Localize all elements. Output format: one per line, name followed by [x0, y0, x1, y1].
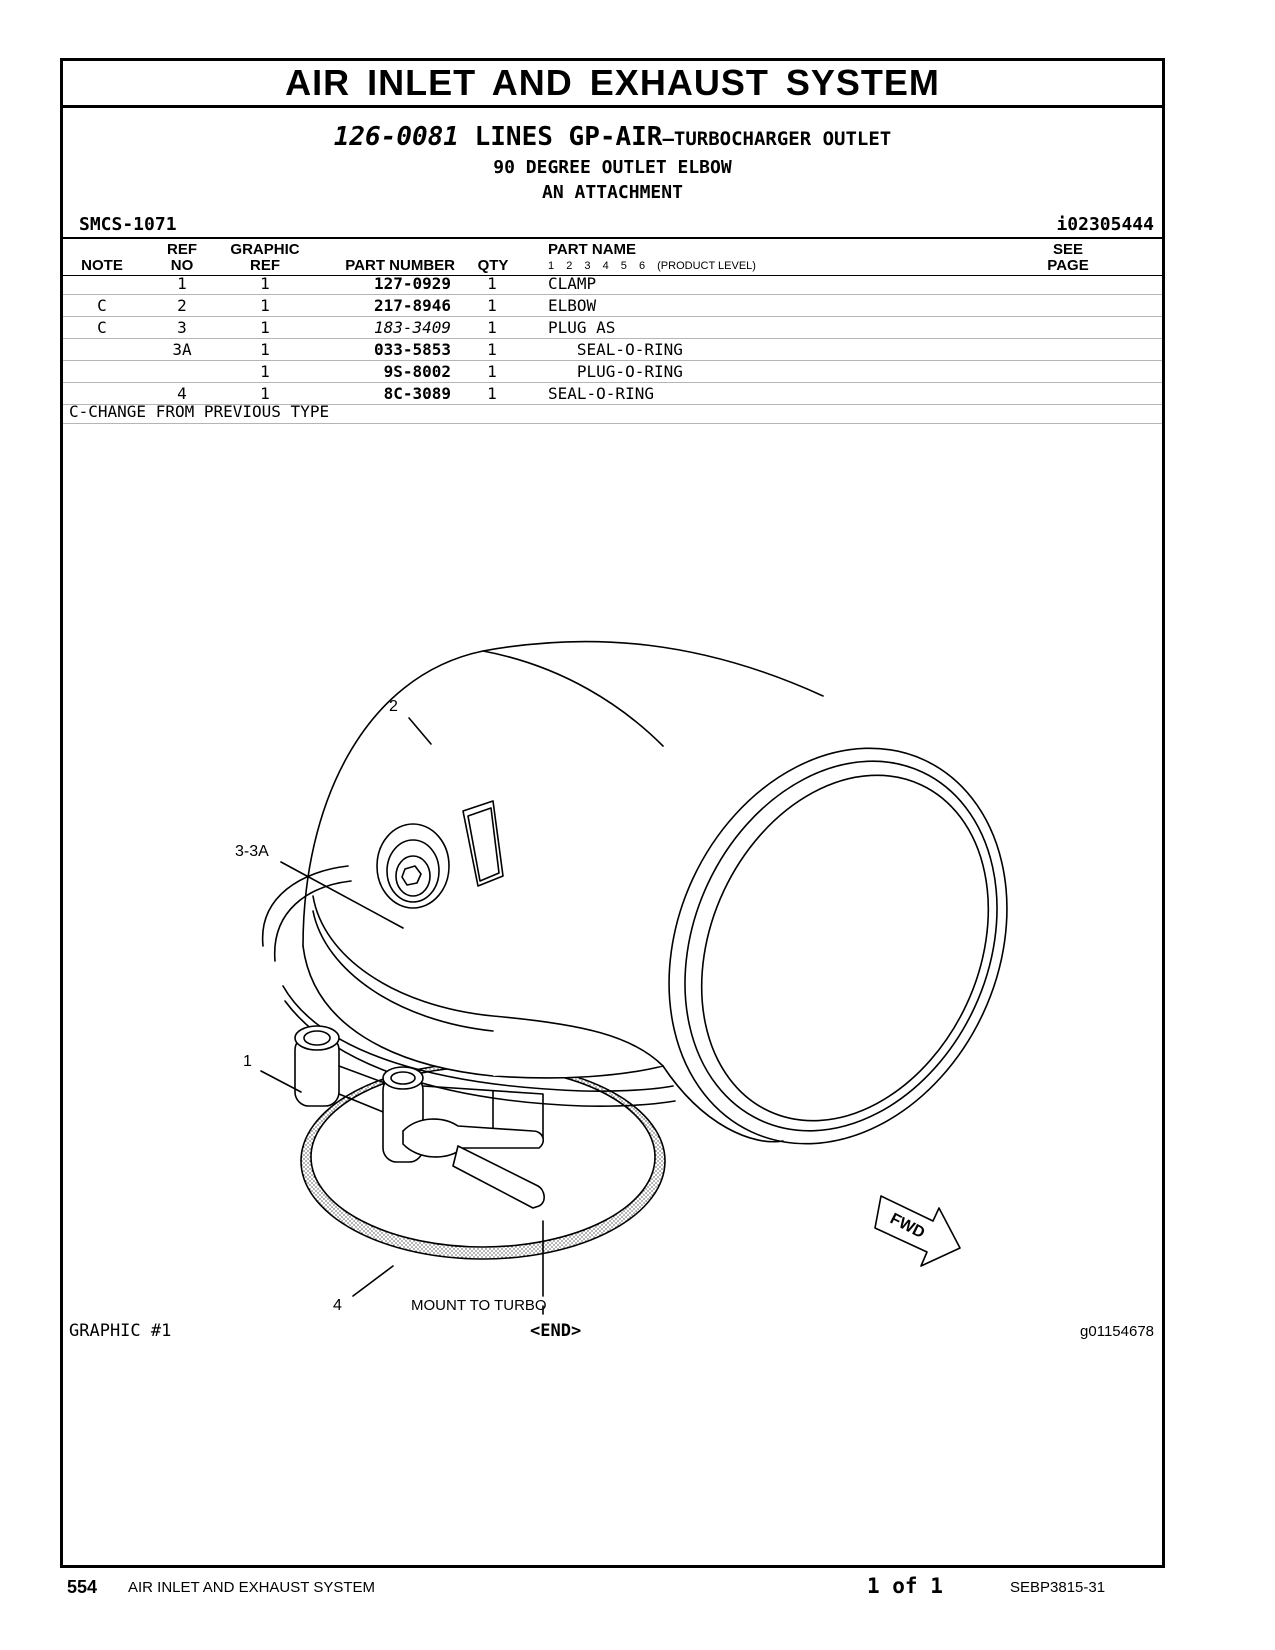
leader-1 — [260, 1070, 302, 1093]
graphic-id: g01154678 — [1080, 1323, 1154, 1340]
cell-qty: 1 — [487, 296, 497, 315]
callout-3-3a: 3-3A — [235, 843, 269, 860]
mount-label: MOUNT TO TURBO — [411, 1297, 547, 1314]
table-row: 4 1 8C-3089 1 SEAL-O-RING — [63, 383, 1162, 405]
cell-ref: 4 — [177, 384, 187, 403]
group-header: 126-0081 LINES GP-AIR—TURBOCHARGER OUTLE… — [63, 121, 1162, 205]
group-subtitle-1: 90 DEGREE OUTLET ELBOW — [493, 157, 732, 178]
cell-graphic-ref: 1 — [260, 362, 270, 381]
table-header: NOTE REF NO GRAPHIC REF PART NUMBER QTY … — [63, 237, 1162, 276]
page-frame: AIR INLET AND EXHAUST SYSTEM 126-0081 LI… — [60, 58, 1165, 1568]
leader-3-3a — [280, 861, 404, 929]
cell-qty: 1 — [487, 318, 497, 337]
cell-part-name: CLAMP — [548, 274, 597, 293]
footer-page-of: 1 of 1 — [867, 1574, 943, 1598]
callout-4: 4 — [333, 1297, 342, 1314]
cell-graphic-ref: 1 — [260, 340, 270, 359]
parts-illustration: 2 3-3A 1 4 FWD — [235, 640, 1008, 1315]
table-row: C 3 1 183-3409 1 PLUG AS — [63, 317, 1162, 339]
cell-qty: 1 — [487, 340, 497, 359]
cell-graphic-ref: 1 — [260, 274, 270, 293]
smcs-code: SMCS-1071 — [79, 214, 177, 235]
table-row: 1 9S-8002 1 PLUG-O-RING — [63, 361, 1162, 383]
header-ref-top: REF — [167, 241, 197, 258]
cell-note: C — [97, 318, 107, 337]
document-ident: i02305444 — [1056, 214, 1154, 235]
end-label: <END> — [530, 1321, 582, 1341]
level-6: 6 — [638, 260, 646, 272]
level-4: 4 — [602, 260, 609, 272]
level-3: 3 — [584, 260, 591, 272]
cell-part-number: 033-5853 — [373, 340, 451, 359]
group-suffix: —TURBOCHARGER OUTLET — [662, 128, 892, 150]
change-note: C-CHANGE FROM PREVIOUS TYPE — [69, 402, 330, 421]
cell-part-number: 183-3409 — [373, 318, 451, 337]
leader-2 — [408, 717, 432, 745]
header-graphic-ref-bottom: REF — [250, 257, 280, 274]
plug-assembly — [376, 823, 450, 909]
level-caption: (PRODUCT LEVEL) — [657, 260, 756, 272]
cell-qty: 1 — [487, 362, 497, 381]
footer-page-number: 554 — [67, 1577, 98, 1597]
header-see-bottom: PAGE — [1047, 257, 1089, 274]
footer-document-number: SEBP3815-31 — [1010, 1579, 1106, 1596]
header-graphic-ref-top: GRAPHIC — [230, 241, 300, 258]
table-row: 1 1 127-0929 1 CLAMP — [63, 273, 1162, 295]
cell-part-name: PLUG-O-RING — [548, 362, 683, 381]
cell-graphic-ref: 1 — [260, 318, 270, 337]
level-1: 1 — [548, 260, 555, 272]
footer-section: AIR INLET AND EXHAUST SYSTEM — [128, 1579, 376, 1596]
cell-graphic-ref: 1 — [260, 384, 270, 403]
forward-arrow-icon — [874, 1195, 961, 1267]
cell-part-number: 8C-3089 — [383, 384, 451, 403]
header-part-name: PART NAME — [548, 241, 637, 258]
header-see-top: SEE — [1052, 241, 1083, 258]
header-note: NOTE — [81, 257, 123, 274]
cell-part-number: 9S-8002 — [383, 362, 451, 381]
cell-ref: 2 — [177, 296, 187, 315]
cell-part-name: ELBOW — [548, 296, 597, 315]
cell-ref: 3 — [177, 318, 187, 337]
header-part-number: PART NUMBER — [345, 257, 455, 274]
cell-part-name: SEAL-O-RING — [548, 340, 683, 359]
level-2: 2 — [566, 260, 573, 272]
cell-part-number: 127-0929 — [373, 274, 451, 293]
group-name: LINES GP-AIR — [474, 122, 663, 152]
cell-note: C — [97, 296, 107, 315]
table-row: C 2 1 217-8946 1 ELBOW — [63, 295, 1162, 317]
page-title: AIR INLET AND EXHAUST SYSTEM — [63, 61, 1162, 108]
graphic-label: GRAPHIC #1 — [69, 1321, 172, 1341]
header-qty: QTY — [477, 257, 509, 274]
group-number: 126-0081 — [333, 122, 459, 152]
cell-ref: 3A — [172, 340, 192, 359]
cell-part-number: 217-8946 — [373, 296, 451, 315]
cell-qty: 1 — [487, 274, 497, 293]
header-ref-bottom: NO — [170, 257, 194, 274]
cell-qty: 1 — [487, 384, 497, 403]
elbow-lug — [462, 800, 504, 887]
callout-1: 1 — [243, 1053, 252, 1070]
level-5: 5 — [620, 260, 627, 272]
note-divider — [63, 423, 1162, 424]
cell-part-name: SEAL-O-RING — [548, 384, 654, 403]
group-subtitle-2: AN ATTACHMENT — [542, 182, 683, 203]
clamp — [294, 1025, 545, 1209]
cell-ref: 1 — [177, 274, 187, 293]
cell-graphic-ref: 1 — [260, 296, 270, 315]
group-title-line: 126-0081 LINES GP-AIR—TURBOCHARGER OUTLE… — [63, 121, 1162, 155]
callout-2: 2 — [389, 698, 398, 715]
leader-4 — [352, 1265, 394, 1297]
cell-part-name: PLUG AS — [548, 318, 616, 337]
table-row: 3A 1 033-5853 1 SEAL-O-RING — [63, 339, 1162, 361]
product-levels: 1 2 3 4 5 6 (PRODUCT LEVEL) — [548, 260, 765, 272]
